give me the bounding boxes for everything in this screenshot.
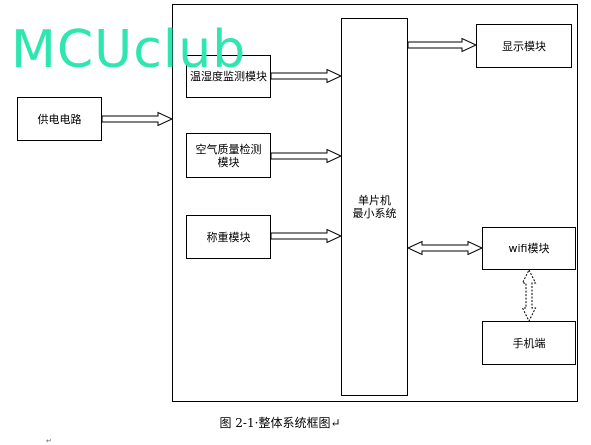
mcu-label-line1: 单片机 [358,194,391,207]
arrow-air [270,148,343,164]
phone-block: 手机端 [482,321,576,365]
mcu-block: 单片机 最小系统 [341,18,408,396]
wifi-block: wifi模块 [482,227,576,270]
air-quality-block: 空气质量检测模块 [186,133,271,178]
display-block: 显示模块 [476,24,572,68]
power-supply-label: 供电电路 [37,112,82,126]
watermark-logo: MCUclub [11,20,247,80]
mcu-label-line2: 最小系统 [352,207,397,220]
temp-humidity-label: 温湿度监测模块 [190,70,267,83]
figure-caption: 图 2-1·整体系统框图↵ [219,416,341,430]
wifi-label: wifi模块 [508,242,550,255]
arrow-weigh [270,228,343,244]
arrow-wifi [406,240,484,256]
arrow-display [407,37,478,53]
temp-humidity-block: 温湿度监测模块 [186,55,271,98]
arrow-power [101,111,174,127]
system-frame [172,4,578,402]
air-quality-label: 空气质量检测模块 [195,142,262,169]
weighing-label: 称重模块 [206,230,251,244]
arrow-wifi-phone [521,268,537,323]
power-supply-block: 供电电路 [17,97,102,141]
paragraph-mark: ↵ [46,437,52,445]
phone-label: 手机端 [512,336,546,350]
arrow-temp [270,68,343,84]
display-label: 显示模块 [502,39,546,53]
